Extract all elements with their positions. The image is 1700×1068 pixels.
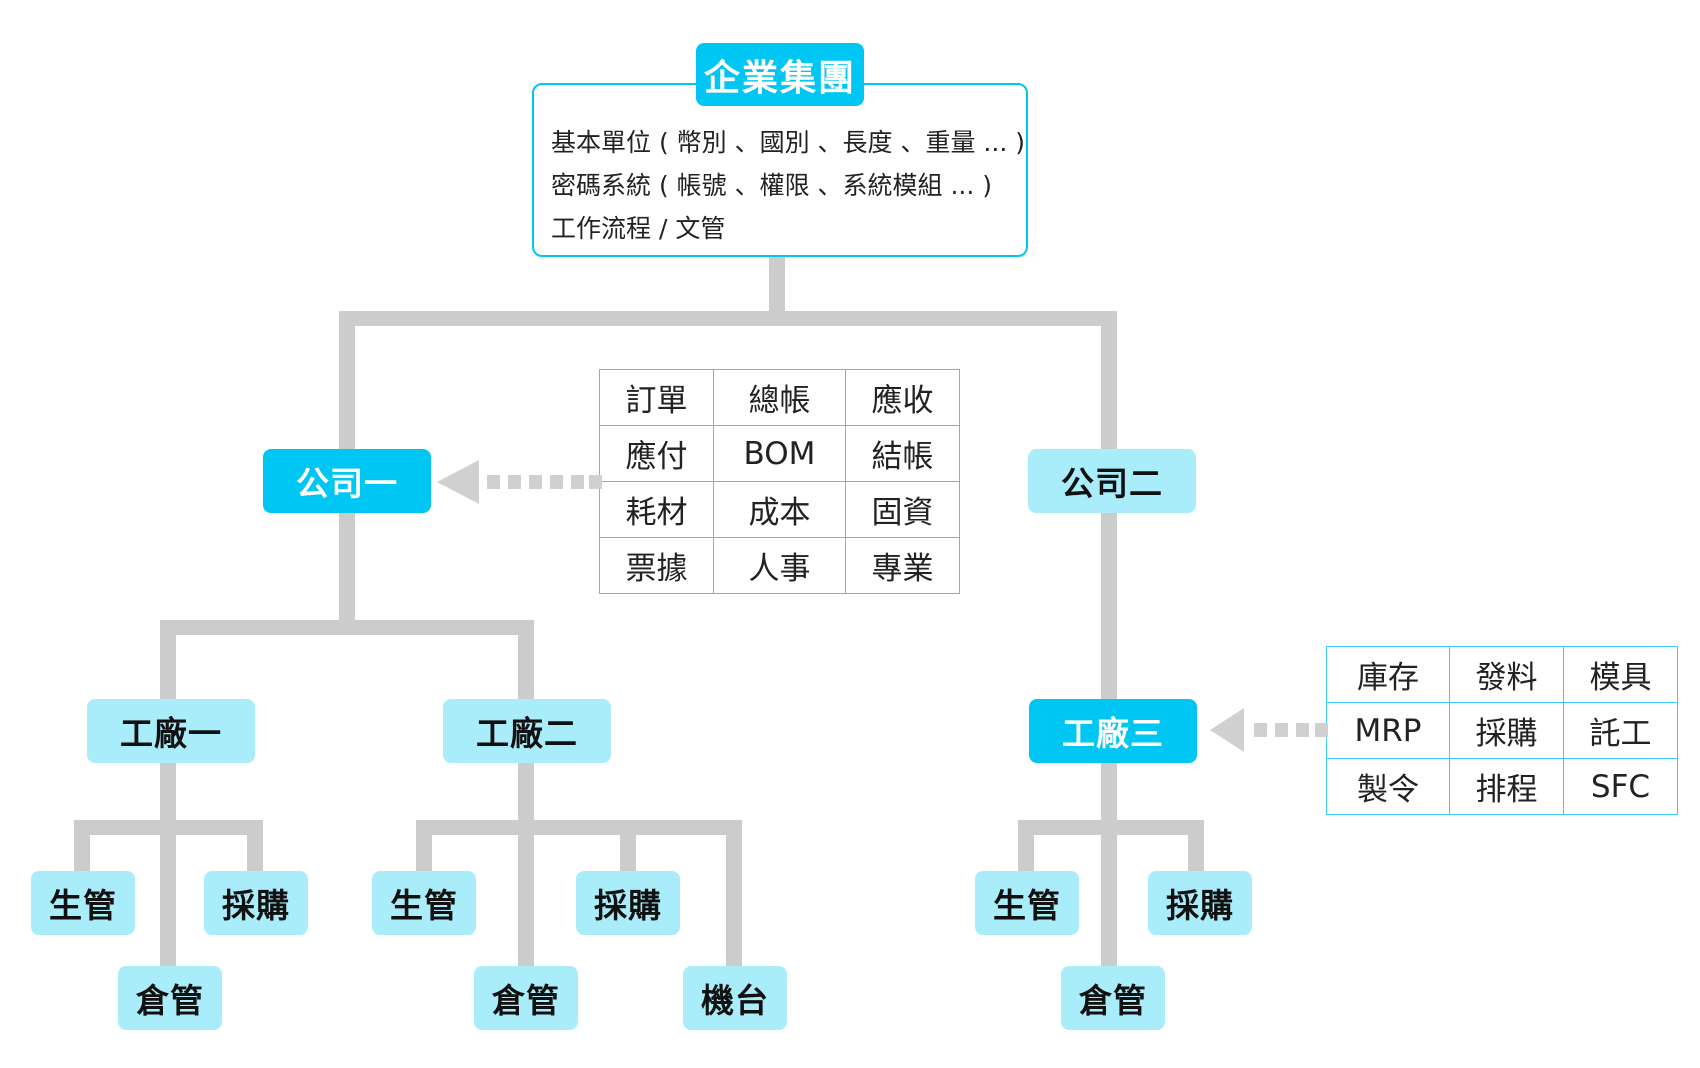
module-cell: 專業 xyxy=(844,537,961,594)
module-cell: SFC xyxy=(1562,758,1679,815)
connector-line xyxy=(620,820,636,872)
factory-two-machine-node[interactable]: 機台 xyxy=(683,966,787,1030)
connector-line xyxy=(416,820,432,872)
module-cell: 應收 xyxy=(844,369,961,426)
connector-line xyxy=(769,255,785,318)
module-cell: 應付 xyxy=(598,425,715,482)
connector-line xyxy=(1018,820,1034,872)
factory-three-module-grid: 庫存 發料 模具 MRP 採購 託工 製令 排程 SFC xyxy=(1326,646,1679,815)
company-two-node[interactable]: 公司二 xyxy=(1028,449,1196,513)
factory-one-node[interactable]: 工廠一 xyxy=(87,699,255,763)
module-cell: 成本 xyxy=(713,481,846,538)
module-cell: BOM xyxy=(713,425,846,482)
connector-line xyxy=(74,820,263,835)
module-cell: 庫存 xyxy=(1326,646,1450,703)
module-cell: MRP xyxy=(1326,702,1450,759)
factory-one-warehouse-node[interactable]: 倉管 xyxy=(118,966,222,1030)
group-info-line: 密碼系統 ( 帳號 、權限 、系統模組 ... ) xyxy=(551,171,993,200)
connector-line xyxy=(1101,311,1117,1018)
connector-line xyxy=(1188,820,1204,872)
module-cell: 總帳 xyxy=(713,369,846,426)
module-cell: 發料 xyxy=(1449,646,1564,703)
module-cell: 訂單 xyxy=(598,369,715,426)
module-cell: 模具 xyxy=(1562,646,1679,703)
factory-two-warehouse-node[interactable]: 倉管 xyxy=(474,966,578,1030)
connector-line xyxy=(160,760,176,978)
factory-one-production-node[interactable]: 生管 xyxy=(31,871,135,935)
module-cell: 託工 xyxy=(1562,702,1679,759)
connector-line xyxy=(1018,820,1204,835)
module-cell: 製令 xyxy=(1326,758,1450,815)
group-info-line: 基本單位 ( 幣別 、國別 、長度 、重量 ... ) xyxy=(551,128,1025,157)
factory-two-purchasing-node[interactable]: 採購 xyxy=(576,871,680,935)
connector-line xyxy=(74,820,90,872)
module-cell: 排程 xyxy=(1449,758,1564,815)
group-info-box: 基本單位 ( 幣別 、國別 、長度 、重量 ... ) 密碼系統 ( 帳號 、權… xyxy=(532,83,1028,257)
module-cell: 結帳 xyxy=(844,425,961,482)
factory-two-node[interactable]: 工廠二 xyxy=(443,699,611,763)
connector-line xyxy=(726,820,742,978)
group-title: 企業集團 xyxy=(696,43,864,106)
module-cell: 固資 xyxy=(844,481,961,538)
factory-one-purchasing-node[interactable]: 採購 xyxy=(204,871,308,935)
connector-line xyxy=(339,311,1117,326)
module-cell: 票據 xyxy=(598,537,715,594)
connector-line xyxy=(518,620,534,700)
module-cell: 人事 xyxy=(713,537,846,594)
factory-two-production-node[interactable]: 生管 xyxy=(372,871,476,935)
factory-three-node[interactable]: 工廠三 xyxy=(1029,699,1197,763)
dashed-arrow-icon xyxy=(1210,708,1328,752)
factory-three-purchasing-node[interactable]: 採購 xyxy=(1148,871,1252,935)
module-cell: 採購 xyxy=(1449,702,1564,759)
factory-three-production-node[interactable]: 生管 xyxy=(975,871,1079,935)
company-one-node[interactable]: 公司一 xyxy=(263,449,431,513)
connector-line xyxy=(247,820,263,872)
company-one-module-grid: 訂單 總帳 應收 應付 BOM 結帳 耗材 成本 固資 票據 人事 專業 xyxy=(598,369,961,594)
factory-three-warehouse-node[interactable]: 倉管 xyxy=(1061,966,1165,1030)
module-cell: 耗材 xyxy=(598,481,715,538)
group-info-line: 工作流程 / 文管 xyxy=(551,214,726,243)
dashed-arrow-icon xyxy=(437,460,602,504)
connector-line xyxy=(416,820,742,835)
connector-line xyxy=(160,620,534,635)
connector-line xyxy=(518,760,534,978)
connector-line xyxy=(160,620,176,700)
